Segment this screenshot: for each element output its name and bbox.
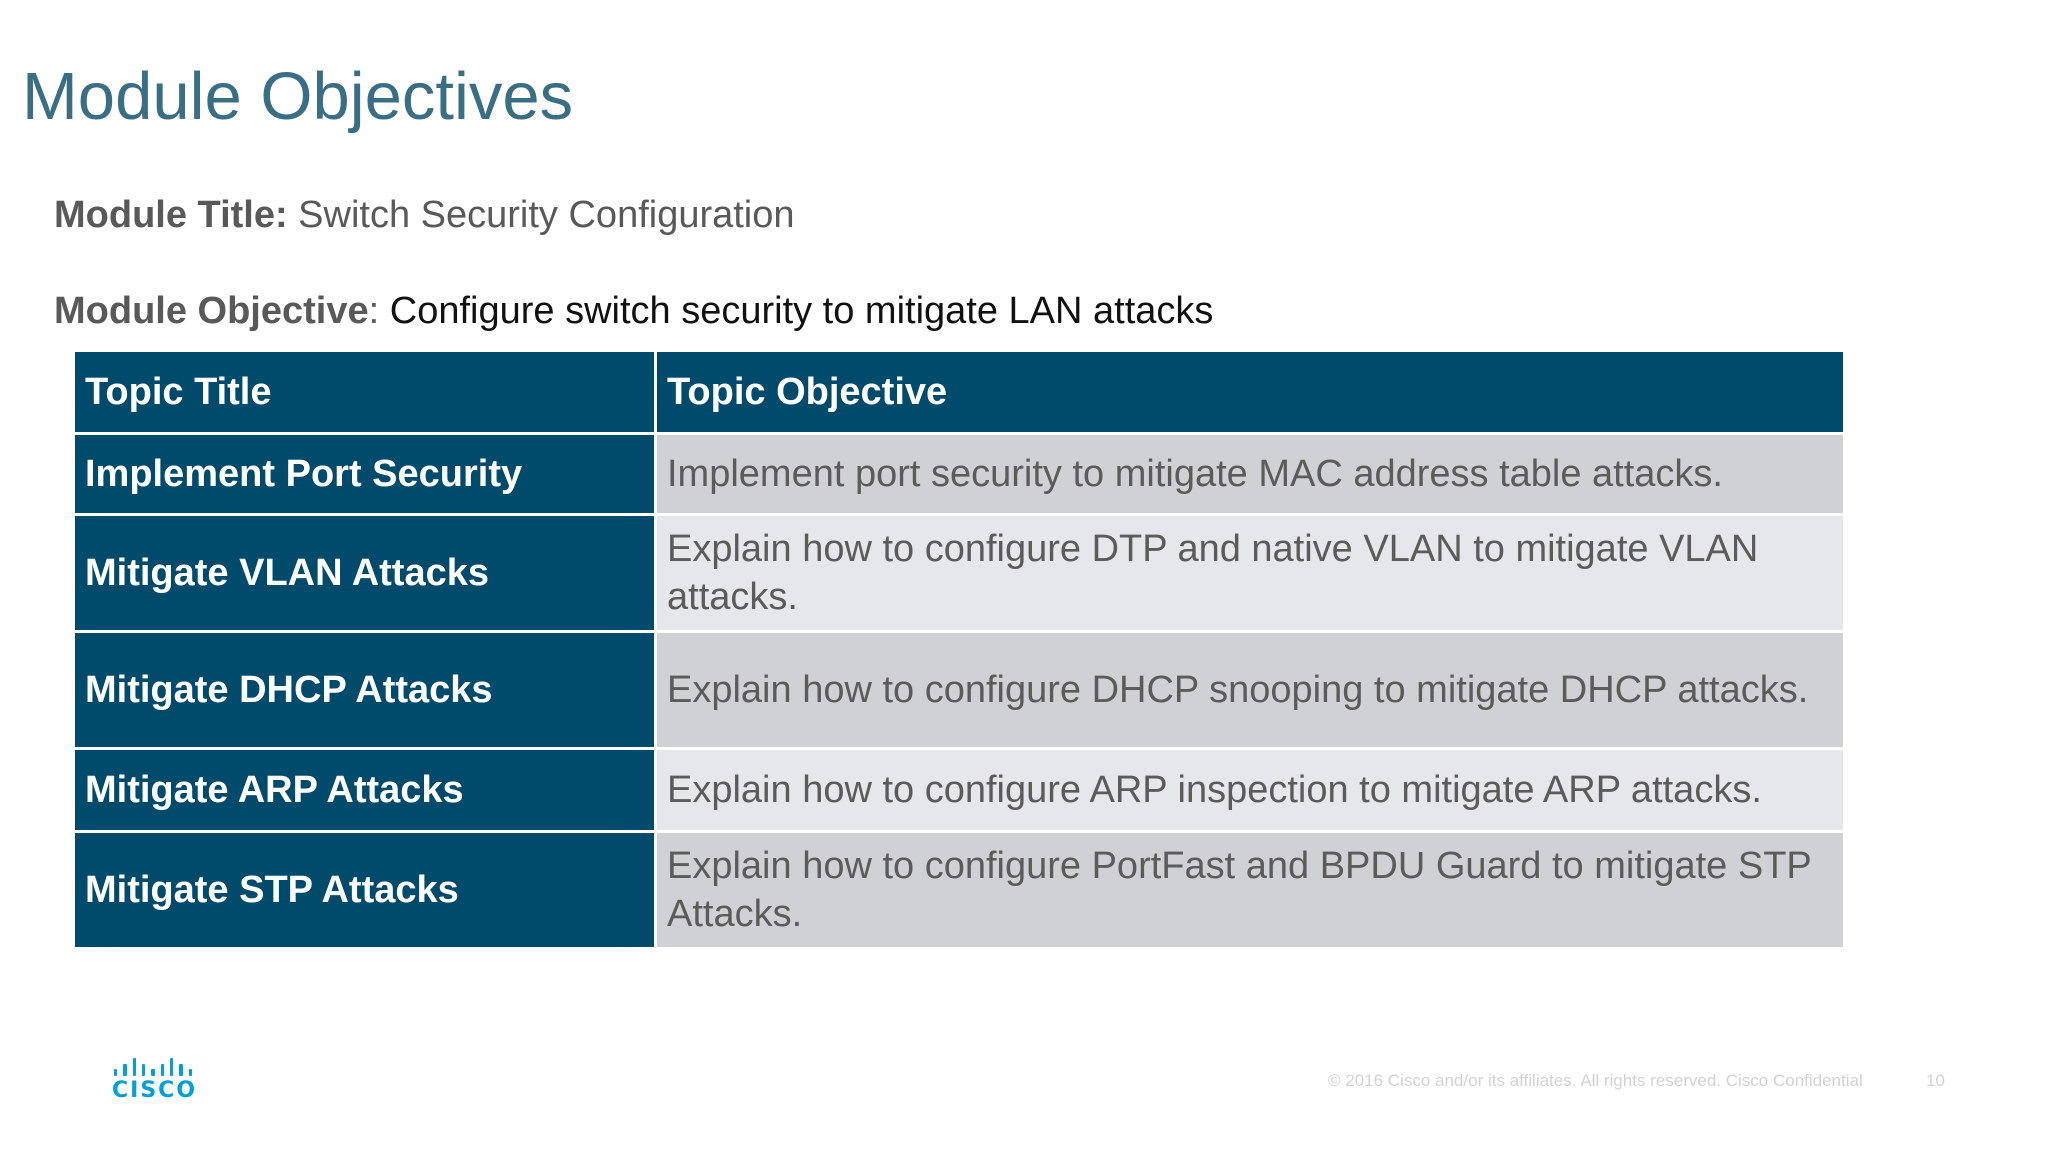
topic-objective-cell: Explain how to configure DHCP snooping t… [654, 630, 1846, 750]
table-row: Mitigate VLAN Attacks Explain how to con… [72, 513, 1846, 633]
module-objective-value: Configure switch security to mitigate LA… [389, 290, 1214, 332]
cisco-logo: CISCO [112, 1056, 198, 1103]
topic-title-cell: Mitigate DHCP Attacks [72, 630, 657, 750]
cisco-bars-icon [114, 1056, 192, 1076]
module-objective-line: Module Objective: Configure switch secur… [54, 290, 1213, 333]
table-row: Implement Port Security Implement port s… [72, 432, 1846, 516]
topic-title-cell: Mitigate ARP Attacks [72, 747, 657, 833]
module-objective-separator: : [368, 290, 390, 332]
topic-title-cell: Mitigate STP Attacks [72, 830, 657, 950]
table-header-row: Topic Title Topic Objective [72, 349, 1846, 435]
module-title-line: Module Title: Switch Security Configurat… [54, 194, 795, 237]
header-topic-title: Topic Title [72, 349, 657, 435]
table-row: Mitigate STP Attacks Explain how to conf… [72, 830, 1846, 950]
topics-table: Topic Title Topic Objective Implement Po… [72, 349, 1846, 950]
module-title-value: Switch Security Configuration [287, 194, 795, 236]
cisco-logo-text: CISCO [112, 1078, 198, 1103]
table-row: Mitigate ARP Attacks Explain how to conf… [72, 747, 1846, 833]
header-topic-objective: Topic Objective [654, 349, 1846, 435]
topic-title-cell: Implement Port Security [72, 432, 657, 516]
module-objective-label: Module Objective [54, 290, 369, 332]
slide-title: Module Objectives [22, 59, 574, 134]
page-number: 10 [1926, 1071, 1945, 1090]
copyright-footer: © 2016 Cisco and/or its affiliates. All … [1328, 1071, 1863, 1090]
topic-title-cell: Mitigate VLAN Attacks [72, 513, 657, 633]
topic-objective-cell: Explain how to configure ARP inspection … [654, 747, 1846, 833]
module-title-label: Module Title: [54, 194, 288, 236]
topic-objective-cell: Explain how to configure PortFast and BP… [654, 830, 1846, 950]
table-row: Mitigate DHCP Attacks Explain how to con… [72, 630, 1846, 750]
topic-objective-cell: Explain how to configure DTP and native … [654, 513, 1846, 633]
topic-objective-cell: Implement port security to mitigate MAC … [654, 432, 1846, 516]
